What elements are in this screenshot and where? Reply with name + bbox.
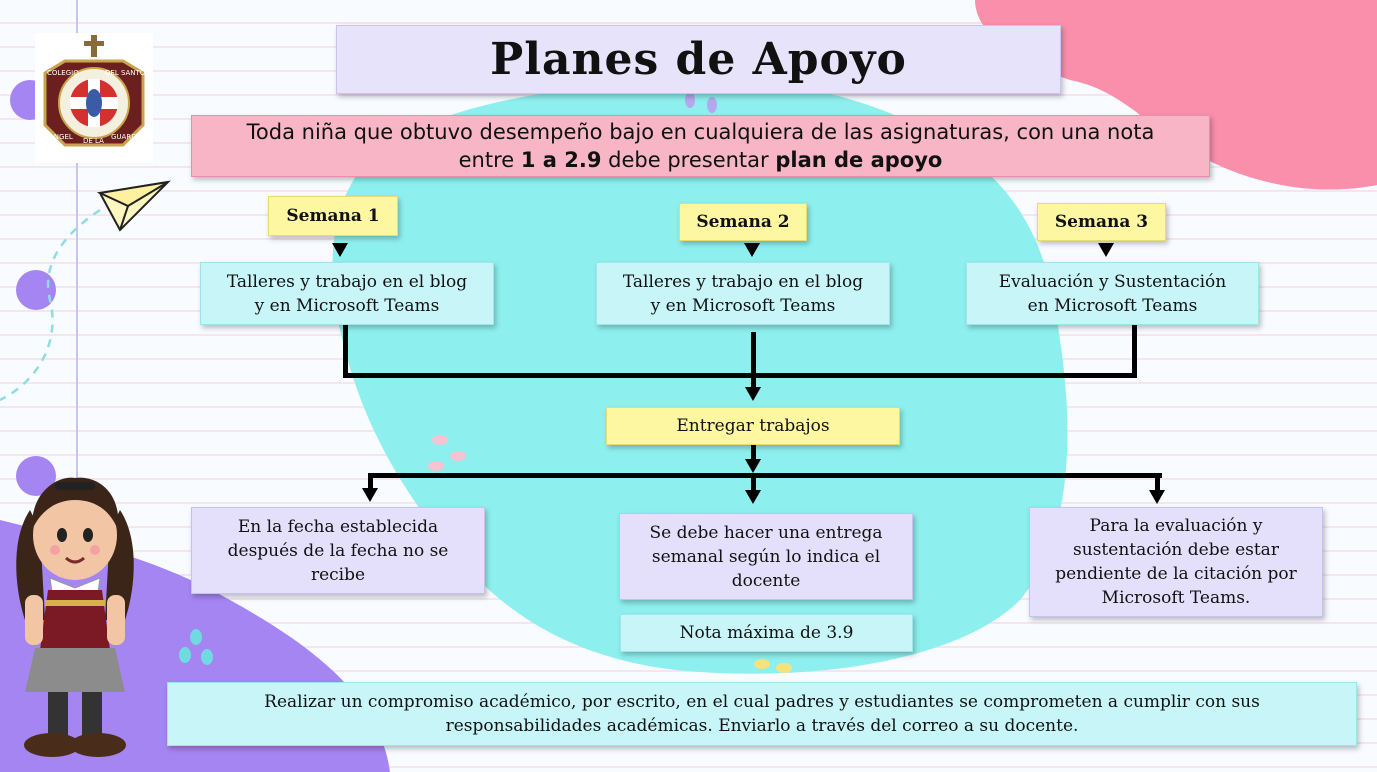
activity-box-1: Talleres y trabajo en el blog y en Micro… [200, 262, 494, 325]
arrow-outcome-right [1149, 490, 1165, 504]
arrow-outcome-center [745, 490, 761, 504]
intro-range: 1 a 2.9 [520, 148, 602, 172]
activity-line: en Microsoft Teams [1027, 295, 1198, 316]
commitment-line: Realizar un compromiso académico, por es… [264, 692, 1260, 712]
max-grade-box: Nota máxima de 3.9 [620, 614, 913, 652]
week-label-3: Semana 3 [1037, 203, 1166, 241]
activity-line: Evaluación y Sustentación [998, 271, 1227, 292]
arrow-week2 [744, 243, 760, 257]
pink-dot [428, 461, 444, 471]
commitment-line: responsabilidades académicas. Enviarlo a… [445, 716, 1079, 736]
intro-line-1: Toda niña que obtuvo desempeño bajo en c… [246, 120, 1155, 144]
arrow-from-deliver [745, 459, 761, 473]
yellow-dot [754, 659, 770, 669]
arrow-to-deliver [745, 387, 761, 401]
connector [751, 332, 756, 390]
arrow-outcome-left [362, 488, 378, 502]
lavender-dot [685, 92, 695, 108]
page-title: Planes de Apoyo [490, 33, 907, 85]
outcome-line: Microsoft Teams. [1101, 588, 1251, 608]
dashed-path [0, 208, 101, 402]
activity-box-2: Talleres y trabajo en el blog y en Micro… [596, 262, 890, 325]
logo-ring-text-bottom-left: ANGEL [49, 133, 73, 141]
logo-ring-text-top-right: DEL SANTO [105, 69, 146, 77]
intro-banner: Toda niña que obtuvo desempeño bajo en c… [191, 115, 1210, 177]
outcome-line: sustentación debe estar [1073, 540, 1279, 560]
intro-line-2: entre 1 a 2.9 debe presentar plan de apo… [459, 146, 943, 174]
outcome-line: recibe [310, 564, 366, 585]
lavender-dot [707, 97, 717, 113]
logo-ring-text-top-left: COLEGIO [47, 69, 79, 77]
paper-plane-icon [96, 180, 171, 232]
logo-ring-text-bottom-right: GUARDA [111, 133, 142, 141]
commitment-box: Realizar un compromiso académico, por es… [167, 682, 1357, 746]
connector [368, 473, 373, 491]
arrow-week3 [1098, 243, 1114, 257]
deliver-box: Entregar trabajos [606, 407, 900, 445]
cyan-dot [179, 647, 191, 663]
arrow-week1 [332, 243, 348, 257]
outcome-line: docente [731, 570, 801, 591]
outcome-box-left: En la fecha establecida después de la fe… [191, 507, 485, 594]
activity-line: y en Microsoft Teams [650, 295, 836, 316]
title-banner: Planes de Apoyo [336, 25, 1061, 94]
pink-dot [450, 451, 466, 461]
connector [751, 473, 756, 491]
outcome-box-center: Se debe hacer una entrega semanal según … [619, 513, 913, 600]
cyan-dot [190, 629, 202, 645]
connector [1132, 325, 1137, 377]
purple-dot [16, 270, 56, 310]
outcome-line: Se debe hacer una entrega [649, 522, 883, 543]
connector [343, 373, 1137, 378]
pink-blob [975, 0, 1377, 190]
connector [751, 445, 756, 465]
school-logo: COLEGIO DEL SANTO ANGEL DE LA GUARDA [35, 33, 153, 163]
intro-text: entre [458, 148, 521, 172]
girl-illustration [16, 477, 134, 757]
purple-dot [16, 456, 56, 496]
week-label-1: Semana 1 [268, 196, 398, 236]
activity-line: Talleres y trabajo en el blog [226, 271, 468, 292]
outcome-line: Para la evaluación y [1089, 516, 1263, 536]
activity-line: Talleres y trabajo en el blog [622, 271, 864, 292]
connector [368, 473, 1162, 478]
intro-text: debe presentar [601, 148, 776, 172]
activity-line: y en Microsoft Teams [254, 295, 440, 316]
notebook-margin-line [76, 0, 78, 772]
outcome-line: pendiente de la citación por [1055, 564, 1297, 584]
logo-ring-text-bottom-mid: DE LA [83, 137, 104, 145]
outcome-line: En la fecha establecida [237, 516, 439, 537]
connector [1155, 473, 1160, 491]
outcome-line: semanal según lo indica el [651, 546, 881, 567]
cyan-dot [201, 649, 213, 665]
activity-box-3: Evaluación y Sustentación en Microsoft T… [966, 262, 1259, 325]
yellow-dot [776, 663, 792, 673]
week-label-2: Semana 2 [679, 203, 807, 241]
pink-dot [432, 435, 448, 445]
outcome-box-right: Para la evaluación y sustentación debe e… [1029, 507, 1323, 617]
connector [343, 325, 348, 377]
intro-emphasis: plan de apoyo [775, 148, 943, 172]
outcome-line: después de la fecha no se [227, 540, 449, 561]
